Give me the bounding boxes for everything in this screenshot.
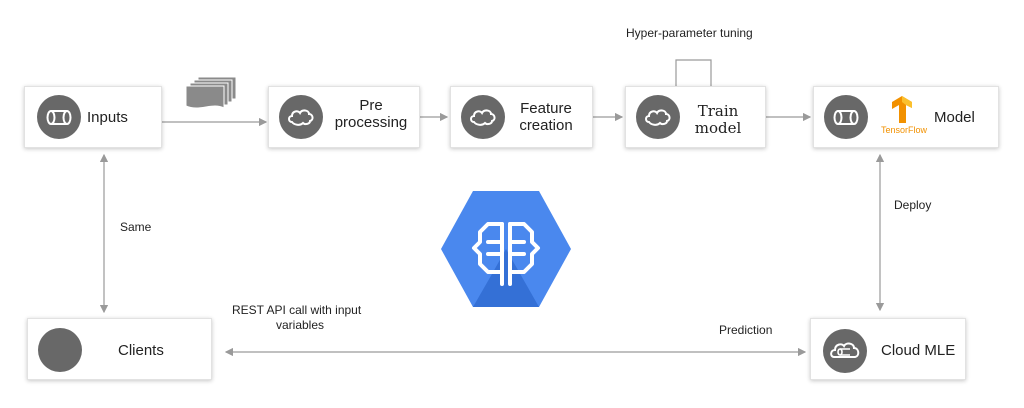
tensorflow-label: TensorFlow xyxy=(880,125,927,135)
circle-icon xyxy=(38,328,82,372)
model-node[interactable]: TensorFlow Model xyxy=(813,86,999,148)
train-model-label-1: Train xyxy=(697,102,739,120)
cloud-icon xyxy=(461,95,505,139)
feature-creation-label-1: Feature xyxy=(520,100,572,117)
clients-label: Clients xyxy=(118,342,164,359)
cloud-ml-engine-logo xyxy=(441,191,571,307)
clients-node[interactable]: Clients xyxy=(27,318,212,380)
train-model-label-2: model xyxy=(694,119,742,137)
preprocessing-node[interactable]: Pre processing xyxy=(268,86,420,148)
cylinder-icon xyxy=(37,95,81,139)
preprocessing-label-2: processing xyxy=(334,114,408,131)
cloud-icon xyxy=(279,95,323,139)
feature-creation-node[interactable]: Feature creation xyxy=(450,86,593,148)
preprocessing-label-1: Pre xyxy=(359,97,383,114)
tensorflow-logo xyxy=(892,96,912,123)
model-label: Model xyxy=(934,109,975,126)
same-label: Same xyxy=(120,220,152,234)
deploy-label: Deploy xyxy=(894,198,932,212)
rest-api-label-2: variables xyxy=(276,318,325,332)
rest-api-label-1: REST API call with input xyxy=(232,303,362,317)
cloud-icon xyxy=(636,95,680,139)
hyper-parameter-loop xyxy=(675,59,712,97)
cloud-mle-node[interactable]: Cloud MLE xyxy=(810,318,966,380)
inputs-node[interactable]: Inputs xyxy=(24,86,162,148)
hyper-parameter-label: Hyper-parameter tuning xyxy=(626,26,753,40)
train-model-node[interactable]: Train model xyxy=(625,86,766,148)
cloud-cylinder-icon xyxy=(823,329,867,373)
cloud-mle-label: Cloud MLE xyxy=(881,342,956,359)
inputs-label: Inputs xyxy=(87,109,128,126)
cylinder-icon xyxy=(824,95,868,139)
document-stack-icon xyxy=(186,76,237,109)
feature-creation-label-2: creation xyxy=(519,117,573,134)
prediction-label: Prediction xyxy=(719,323,773,337)
